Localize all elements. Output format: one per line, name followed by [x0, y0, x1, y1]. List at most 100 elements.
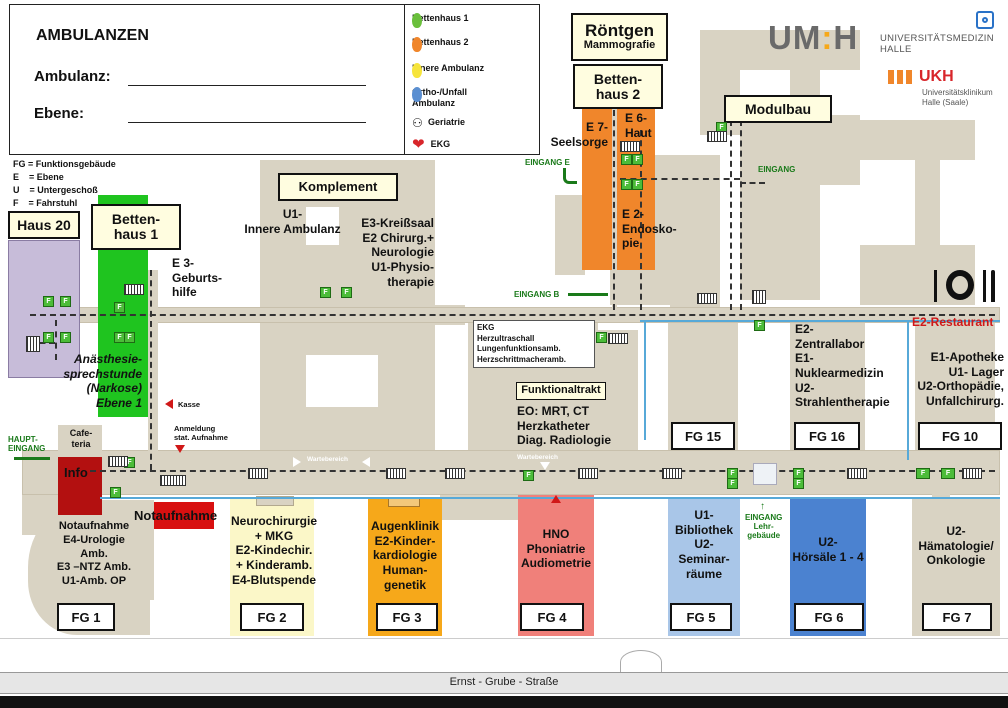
stairs-icon [962, 468, 982, 479]
heart-icon: ❤ [412, 136, 425, 153]
ekg-info-box[interactable]: EKG Herzultraschall Lungenfunktionsamb. … [473, 320, 595, 368]
elevator-icon: F [632, 179, 643, 190]
elevator-icon: F [754, 320, 765, 331]
abbr-u: U = Untergeschoß [13, 185, 98, 195]
haupt-eingang-label[interactable]: HAUPT- EINGANG [8, 435, 46, 453]
legend-item-ekg: ❤ EKG [412, 136, 451, 153]
stairs-icon [248, 468, 268, 479]
kasse-marker [165, 399, 173, 409]
eingang-e-arrow-icon [563, 168, 577, 184]
info-label[interactable]: Info [64, 465, 88, 480]
um-logo-subtitle: UNIVERSITÄTSMEDIZIN HALLE [880, 33, 994, 55]
fg15-tag[interactable]: FG 15 [671, 422, 735, 450]
stairs-icon [707, 131, 727, 142]
ambulanz-field-label: Ambulanz: [34, 68, 111, 85]
eingang-b-label[interactable]: EINGANG B [514, 290, 560, 299]
um-logo-text: UM [768, 19, 822, 56]
eingang-e-label[interactable]: EINGANG E [525, 158, 570, 167]
fg2-tag[interactable]: FG 2 [240, 603, 304, 631]
um-sub-1: UNIVERSITÄTSMEDIZIN [880, 33, 994, 44]
bettenhaus1-tag[interactable]: Betten- haus 1 [91, 204, 181, 250]
ukh-logo-text: UKH [919, 68, 954, 85]
elevator-icon: F [941, 468, 955, 479]
elevator-icon: F [523, 470, 534, 481]
haupt-eingang-arrow [14, 457, 50, 460]
ambulanz-field-line[interactable] [128, 85, 366, 86]
legend-label: EKG [430, 139, 451, 149]
elevator-icon: F [60, 296, 71, 307]
elevator-icon: F [114, 302, 125, 313]
footprint-green-icon [412, 13, 422, 28]
modulbau-tag[interactable]: Modulbau [724, 95, 832, 123]
haus20-tag[interactable]: Haus 20 [8, 211, 80, 239]
elevator-icon: F [124, 332, 135, 343]
fg16-tag[interactable]: FG 16 [794, 422, 860, 450]
komplement-tag[interactable]: Komplement [278, 173, 398, 201]
eingang-b-line [568, 293, 608, 296]
legend-divider [404, 4, 405, 155]
fg6-tag[interactable]: FG 6 [794, 603, 864, 631]
um-logo: UM:H [768, 19, 859, 56]
eingang-lehrgebaeude-label[interactable]: EINGANG Lehr- gebäude [745, 513, 783, 540]
roentgen-tag[interactable]: Röntgen Mammografie [571, 13, 668, 61]
elevator-icon: F [43, 332, 54, 343]
fg7-list: U2- Hämatologie/ Onkologie [918, 524, 994, 568]
elevator-icon: F [793, 478, 804, 489]
stairs-icon [160, 475, 186, 486]
bettenhaus2-tag[interactable]: Betten- haus 2 [573, 64, 663, 109]
komplement-list: E3-Kreißsaal E2 Chirurg.+ Neurologie U1-… [361, 216, 434, 289]
restaurant-label[interactable]: E2-Restaurant [912, 315, 994, 329]
footprint-yellow-icon [412, 63, 422, 78]
fg7-tag[interactable]: FG 7 [922, 603, 992, 631]
funktionaltrakt-tag[interactable]: Funktionaltrakt [516, 382, 606, 400]
footprint-orange-icon [412, 37, 422, 52]
plate-fork-knife-icon [930, 268, 998, 304]
notaufnahme-tag[interactable]: Notaufnahme [134, 508, 218, 523]
innere-ambulanz-label: U1- Innere Ambulanz [244, 207, 341, 236]
street-curve [620, 650, 662, 674]
stairs-icon [124, 284, 144, 295]
endoskopie-label: E 2- Endosko- pie [622, 207, 677, 251]
wartebereich-label-2: Wartebereich [517, 454, 558, 461]
stairs-icon [108, 456, 128, 467]
elevator-icon: F [110, 487, 121, 498]
fg3-tag[interactable]: FG 3 [376, 603, 438, 631]
hno-marker [551, 495, 561, 503]
abbreviation-list: FG = Funktionsgebäude E = Ebene U = Unte… [13, 158, 116, 210]
seelsorge-label: E 7- Seelsorge [550, 120, 608, 149]
ukh-sub-2: Halle (Saale) [922, 98, 969, 107]
abbr-e: E = Ebene [13, 172, 64, 182]
street [0, 672, 1008, 694]
elevator-icon: F [916, 468, 930, 479]
walking-person-icon: ⚇ [412, 116, 423, 130]
legend-item-innere: Innere Ambulanz [412, 63, 484, 78]
elevator-icon: F [621, 154, 632, 165]
eingang-modulbau-label[interactable]: EINGANG [758, 165, 796, 174]
fg4-list: HNO Phoniatrie Audiometrie [520, 527, 591, 571]
fullscreen-icon[interactable] [976, 11, 994, 29]
footprint-blue-icon [412, 87, 422, 102]
elevator-icon: F [632, 154, 643, 165]
legend-panel [9, 4, 540, 155]
waiting-triangle-2 [362, 457, 370, 467]
fg4-tag[interactable]: FG 4 [520, 603, 584, 631]
fg1-tag[interactable]: FG 1 [57, 603, 115, 631]
ukh-logo: UKH [888, 68, 954, 86]
fg2-list: Neurochirurgie + MKG E2-Kindechir. + Kin… [230, 514, 317, 587]
elevator-icon: F [621, 179, 632, 190]
fg5-list: U1- Bibliothek U2- Seminar- räume [674, 508, 733, 581]
legend-label: Geriatrie [428, 117, 466, 127]
elevator-icon: F [60, 332, 71, 343]
eingang-lehrgebaeude-arrow-icon: ↑ [760, 501, 765, 512]
legend-label: Bettenhaus 1 [412, 13, 469, 23]
ukh-logo-subtitle: Universitätsklinikum Halle (Saale) [922, 88, 993, 108]
fg5-tag[interactable]: FG 5 [670, 603, 732, 631]
elevator-icon: F [727, 478, 738, 489]
fg10-tag[interactable]: FG 10 [918, 422, 1002, 450]
stairs-icon [847, 468, 867, 479]
ebene-field-label: Ebene: [34, 105, 85, 122]
lawn-strip [0, 638, 1008, 672]
abbr-fg: FG = Funktionsgebäude [13, 159, 116, 169]
ebene-field-line[interactable] [128, 122, 366, 123]
funktionaltrakt-list: EO: MRT, CT Herzkatheter Diag. Radiologi… [517, 404, 612, 448]
